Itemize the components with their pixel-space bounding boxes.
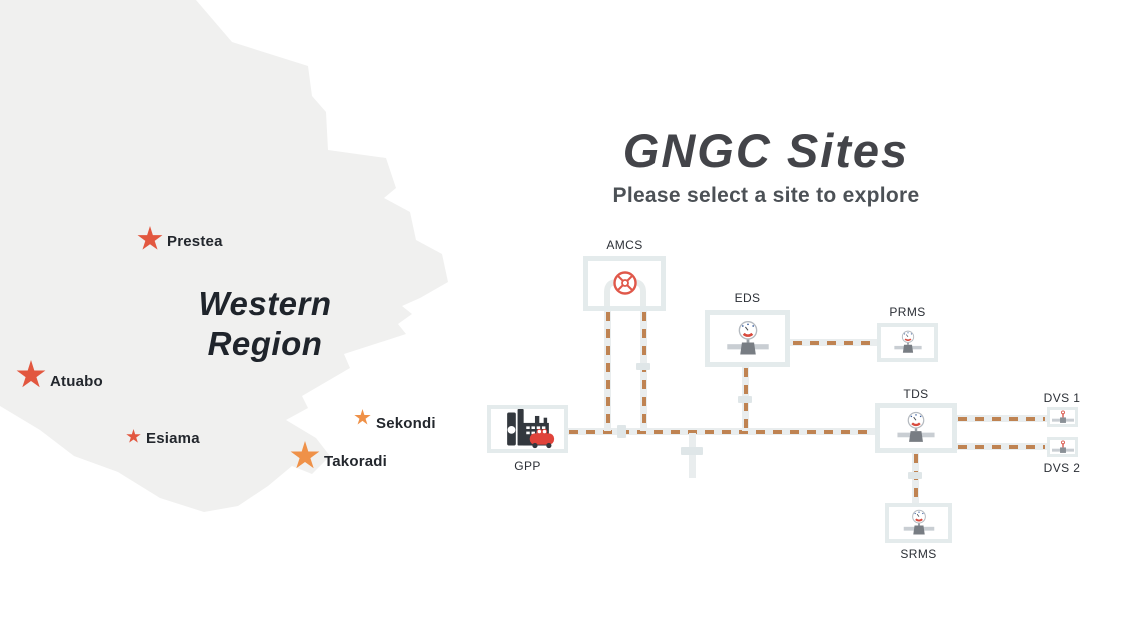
small-valve-icon [1051, 440, 1074, 453]
site-label-eds: EDS [734, 291, 761, 305]
site-node-eds[interactable] [705, 310, 790, 367]
small-valve-icon [1051, 410, 1074, 423]
western-region-map [0, 0, 448, 512]
page-title: GNGC Sites [622, 124, 910, 177]
site-node-srms[interactable] [885, 503, 952, 543]
region-name-line1: Western [198, 285, 332, 322]
pipeline-tds-to-dvs1 [955, 415, 1048, 422]
stub-valve-crossbar [681, 447, 703, 455]
pressure-gauge-icon [903, 509, 934, 535]
gas-flow-dashes [641, 312, 646, 428]
gas-flow-dashes [569, 429, 874, 434]
site-node-gpp[interactable] [487, 405, 568, 453]
pipeline-tds-to-dvs2 [955, 443, 1048, 450]
pipeline-amcs-leg-left [604, 309, 611, 431]
gas-flow-dashes [958, 416, 1045, 421]
valve-wheel-icon [604, 271, 646, 306]
gas-flow-dashes [793, 340, 874, 345]
gas-flow-dashes [605, 312, 610, 428]
pressure-gauge-icon [897, 411, 935, 442]
pipe-flange [636, 363, 650, 370]
site-node-dvs2[interactable] [1047, 437, 1078, 457]
site-label-gpp: GPP [514, 459, 541, 473]
city-label-sekondi: Sekondi [376, 415, 436, 432]
site-label-srms: SRMS [900, 547, 937, 561]
city-label-esiama: Esiama [146, 430, 200, 447]
site-node-tds[interactable] [875, 403, 957, 453]
region-shape [0, 0, 448, 512]
pipeline-eds-to-prms [790, 339, 877, 346]
pipe-flange [908, 472, 922, 479]
site-node-dvs1[interactable] [1047, 407, 1078, 427]
gas-flow-dashes [958, 444, 1045, 449]
pipeline-gpp-to-tds [566, 428, 877, 435]
site-node-amcs[interactable] [583, 256, 666, 311]
site-label-tds: TDS [903, 387, 929, 401]
site-label-dvs1: DVS 1 [1043, 391, 1081, 405]
pipe-flange [617, 425, 626, 438]
site-label-dvs2: DVS 2 [1043, 461, 1081, 475]
site-label-amcs: AMCS [606, 238, 643, 252]
city-label-prestea: Prestea [167, 233, 223, 250]
pressure-gauge-icon [726, 320, 769, 355]
region-name: Western Region [140, 284, 390, 364]
city-label-atuabo: Atuabo [50, 373, 103, 390]
site-label-prms: PRMS [889, 305, 926, 319]
page-subtitle: Please select a site to explore [612, 184, 920, 207]
pipeline-capped-stub [689, 433, 696, 478]
region-name-line2: Region [207, 325, 323, 362]
pipeline-amcs-leg-right [640, 309, 647, 431]
city-label-takoradi: Takoradi [324, 453, 388, 470]
site-node-prms[interactable] [877, 323, 938, 362]
pressure-gauge-icon [893, 330, 922, 353]
gas-plant-icon [506, 409, 554, 449]
pipe-flange [738, 396, 752, 403]
title-block: GNGC Sites Please select a site to explo… [540, 124, 992, 208]
